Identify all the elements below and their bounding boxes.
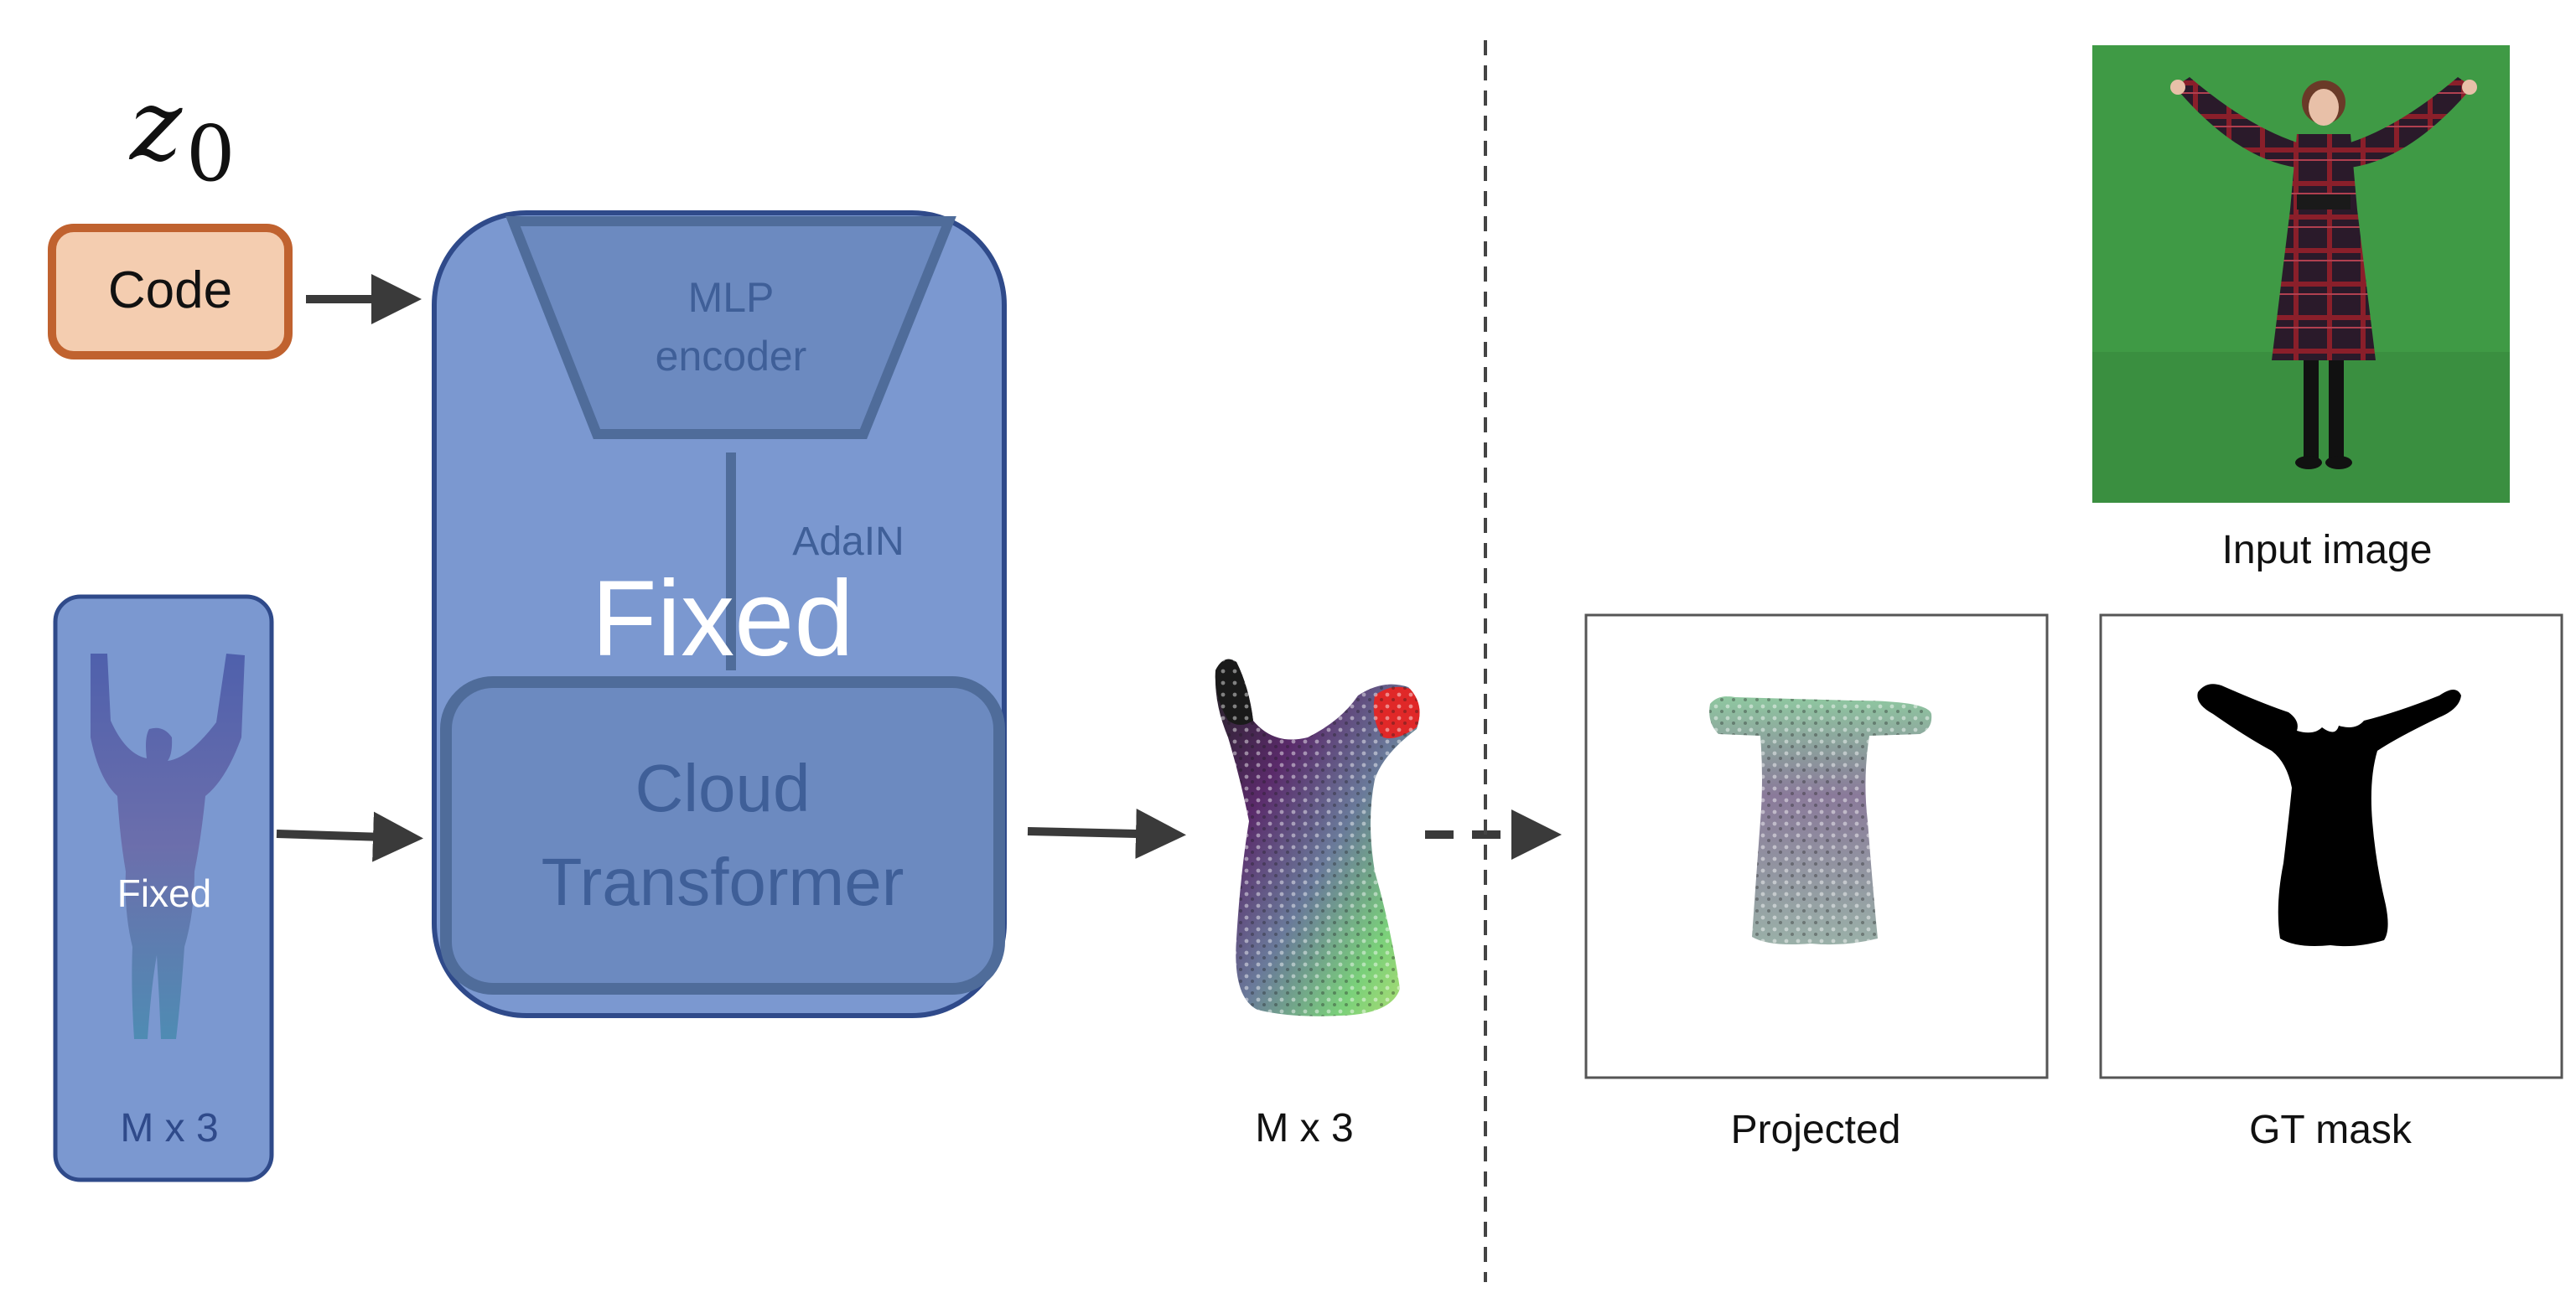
transformer-label-line2: Transformer [542,845,904,919]
projected-points [1709,696,1932,945]
input-image: Input image [2092,45,2510,572]
input-caption: Input image [2222,528,2433,572]
template-panel: Fixed M x 3 [53,594,274,1182]
transformer-label-line1: Cloud [635,751,810,825]
network-block: MLP encoder AdaIN Fixed Cloud Transforme… [432,210,1007,1018]
network-fixed-label: Fixed [592,559,854,679]
adain-label: AdaIN [792,520,904,564]
output-cloud: M x 3 [1215,659,1420,1151]
code-box: Code [48,224,293,359]
latent-subscript: 0 [186,109,236,199]
latent-symbol: z 0 [128,67,236,199]
person-silhouette-icon [2170,77,2477,469]
cloud-transformer [440,676,1005,995]
latent-z: z [128,67,183,183]
mlp-encoder [505,216,956,439]
gt-caption: GT mask [2249,1108,2413,1152]
arrow-icon [1027,808,1186,859]
gt-mask-image: GT mask [2099,613,2563,1152]
output-size-label: M x 3 [1255,1106,1353,1151]
encoder-label-line2: encoder [656,333,807,380]
projected-image: Projected [1584,613,2049,1152]
person-silhouette-icon [91,654,245,1039]
encoder-label-line1: MLP [688,274,775,321]
template-size-label: M x 3 [120,1106,218,1151]
arrow-icon [276,811,423,862]
projected-caption: Projected [1731,1108,1901,1152]
cloud-points [1215,659,1420,1016]
gt-mask-silhouette [2197,684,2461,947]
template-fixed-label: Fixed [117,871,211,915]
code-label: Code [108,261,232,319]
